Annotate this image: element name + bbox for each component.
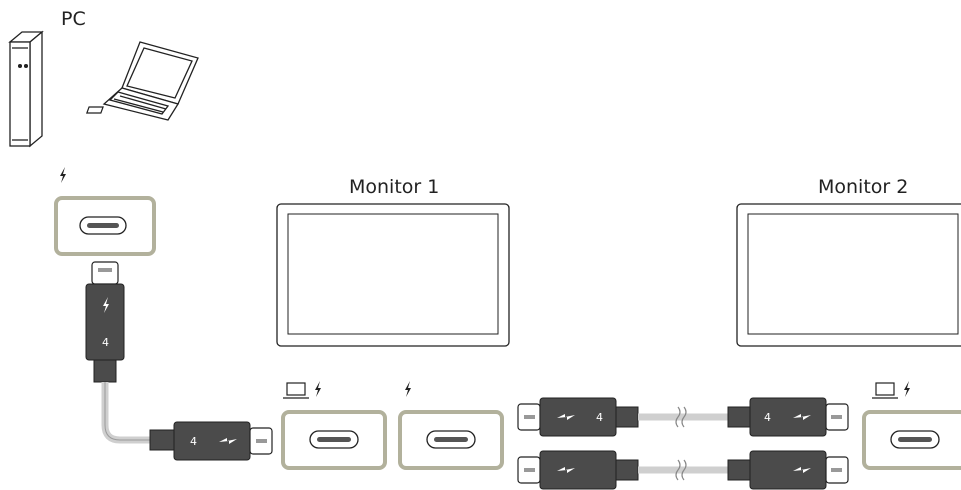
cable-break-icon: [675, 459, 687, 481]
cable-break-icon: [675, 406, 687, 428]
pc-thunderbolt-connector: 4: [85, 261, 125, 383]
thunderbolt-icon: [315, 381, 321, 397]
thunderbolt-icon: [405, 381, 411, 397]
laptop-icon: [85, 41, 199, 121]
thunderbolt-icon: [904, 381, 910, 397]
pc-usb-c-port: [54, 196, 156, 256]
monitor-2-label: Monitor 2: [818, 176, 909, 198]
monitor-1-label: Monitor 1: [349, 176, 440, 198]
laptop-icon: [283, 382, 309, 399]
svg-text:4: 4: [596, 411, 603, 424]
monitor-1-input-connector: 4: [149, 421, 273, 461]
daisy-chain-cable-top: 4 4: [517, 397, 849, 437]
daisy-chain-cable-bottom: [517, 450, 849, 490]
desktop-tower-icon: [8, 30, 44, 148]
thunderbolt-icon: [60, 167, 66, 183]
svg-text:4: 4: [190, 435, 197, 448]
monitor-1-downstream-port: [398, 410, 504, 470]
monitor-2: [736, 203, 961, 347]
monitor-1: [276, 203, 510, 347]
monitor-2-upstream-port: [862, 410, 961, 470]
pc-label: PC: [61, 8, 86, 30]
laptop-icon: [872, 382, 898, 399]
svg-text:4: 4: [764, 411, 771, 424]
thunderbolt-version-label: 4: [102, 336, 109, 349]
monitor-1-upstream-port: [281, 410, 387, 470]
